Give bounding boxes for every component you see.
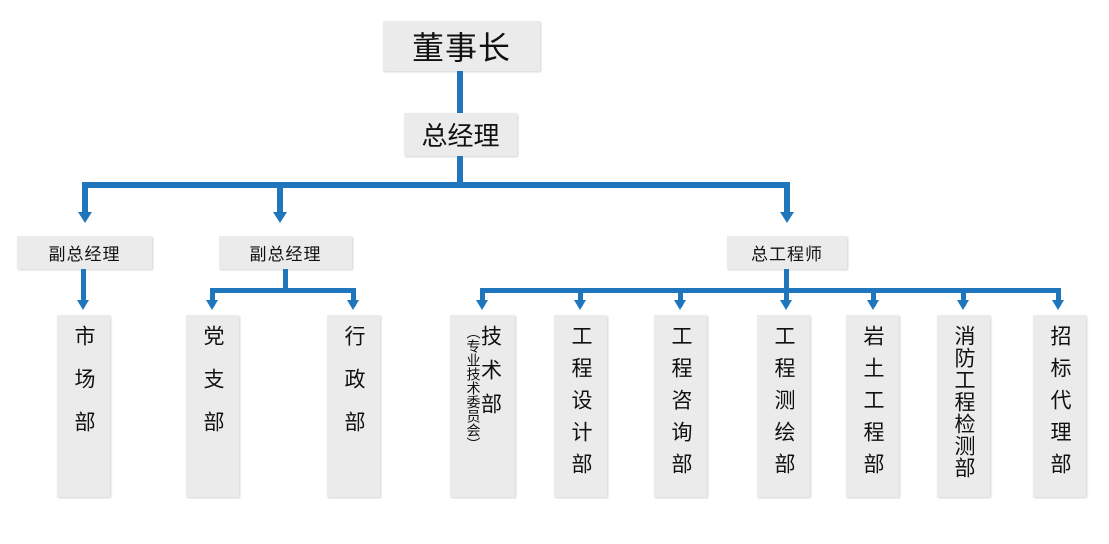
- node-general-manager[interactable]: 总经理: [404, 113, 517, 156]
- drop-to-chief-engineer: [784, 182, 790, 215]
- node-deputy-gm-1[interactable]: 副总经理: [17, 236, 152, 269]
- arrow-to-dept-tender: [1052, 300, 1064, 310]
- drop-to-dept-consulting: [678, 288, 683, 306]
- dept-label-engineering-consulting: 工程咨询部: [669, 325, 693, 485]
- node-chief-engineer-label: 总工程师: [751, 245, 823, 264]
- dept-box-engineering-design[interactable]: 工程设计部: [554, 315, 607, 497]
- drop-to-deputy-1: [82, 182, 88, 215]
- drop-to-dept-design: [578, 288, 583, 306]
- dept-label-engineering-design: 工程设计部: [569, 325, 593, 485]
- node-deputy-gm-2[interactable]: 副总经理: [219, 236, 352, 269]
- bus-deputy2: [210, 288, 356, 293]
- arrow-to-dept-consulting: [674, 300, 686, 310]
- bus-chief-engineer: [480, 288, 1061, 293]
- arrow-to-dept-design: [574, 300, 586, 310]
- arrow-to-dept-party: [206, 300, 218, 310]
- dept-box-engineering-consulting[interactable]: 工程咨询部: [654, 315, 707, 497]
- drop-to-dept-party: [210, 288, 215, 306]
- node-deputy-gm-1-label: 副总经理: [48, 245, 121, 264]
- drop-to-dept-survey: [784, 288, 789, 306]
- connector-chairman-to-gm: [457, 71, 463, 113]
- node-chairman[interactable]: 董事长: [383, 21, 540, 71]
- node-chairman-label: 董事长: [411, 30, 511, 66]
- node-general-manager-label: 总经理: [421, 122, 500, 151]
- connector-deputy2-stub: [283, 269, 288, 291]
- arrow-to-chief-engineer: [780, 212, 794, 223]
- node-chief-engineer[interactable]: 总工程师: [727, 236, 847, 269]
- arrow-to-dept-geotech: [867, 300, 879, 310]
- arrow-to-dept-fire: [957, 300, 969, 310]
- dept-note-technology: （专业技术委员会）: [464, 325, 480, 451]
- dept-box-party-branch[interactable]: 党支部: [186, 315, 239, 497]
- dept-label-party-branch: 党支部: [201, 325, 225, 454]
- arrow-to-dept-survey: [780, 300, 792, 310]
- dept-box-market[interactable]: 市场部: [57, 315, 110, 497]
- connector-deputy1-to-market: [81, 269, 86, 302]
- drop-to-dept-tech: [480, 288, 485, 306]
- drop-to-dept-tender: [1056, 288, 1061, 306]
- dept-box-engineering-survey[interactable]: 工程测绘部: [757, 315, 810, 497]
- arrow-to-dept-market: [77, 300, 89, 310]
- dept-label-geotechnical: 岩土工程部: [861, 325, 885, 485]
- dept-box-tender-agency[interactable]: 招标代理部: [1033, 315, 1086, 497]
- connector-gm-stub: [457, 156, 463, 185]
- arrow-to-dept-admin: [347, 300, 359, 310]
- dept-label-tender-agency: 招标代理部: [1048, 325, 1072, 485]
- dept-box-geotechnical[interactable]: 岩土工程部: [846, 315, 899, 497]
- drop-to-dept-geotech: [871, 288, 876, 306]
- bus-level2: [82, 182, 790, 188]
- dept-box-technology[interactable]: 技术部 （专业技术委员会）: [450, 315, 515, 497]
- dept-label-market: 市场部: [72, 325, 96, 454]
- arrow-to-deputy-2: [273, 212, 287, 223]
- dept-label-fire-inspection: 消防工程检测部: [952, 325, 976, 479]
- arrow-to-deputy-1: [78, 212, 92, 223]
- node-deputy-gm-2-label: 副总经理: [249, 245, 322, 264]
- connector-chief-engineer-stub: [784, 269, 789, 291]
- drop-to-dept-admin: [351, 288, 356, 306]
- dept-box-administration[interactable]: 行政部: [327, 315, 380, 497]
- dept-label-engineering-survey: 工程测绘部: [772, 325, 796, 485]
- dept-label-administration: 行政部: [342, 325, 366, 454]
- arrow-to-dept-tech: [476, 300, 488, 310]
- drop-to-dept-fire: [961, 288, 966, 306]
- dept-box-fire-inspection[interactable]: 消防工程检测部: [937, 315, 990, 497]
- drop-to-deputy-2: [277, 182, 283, 215]
- dept-label-technology: 技术部: [478, 325, 503, 427]
